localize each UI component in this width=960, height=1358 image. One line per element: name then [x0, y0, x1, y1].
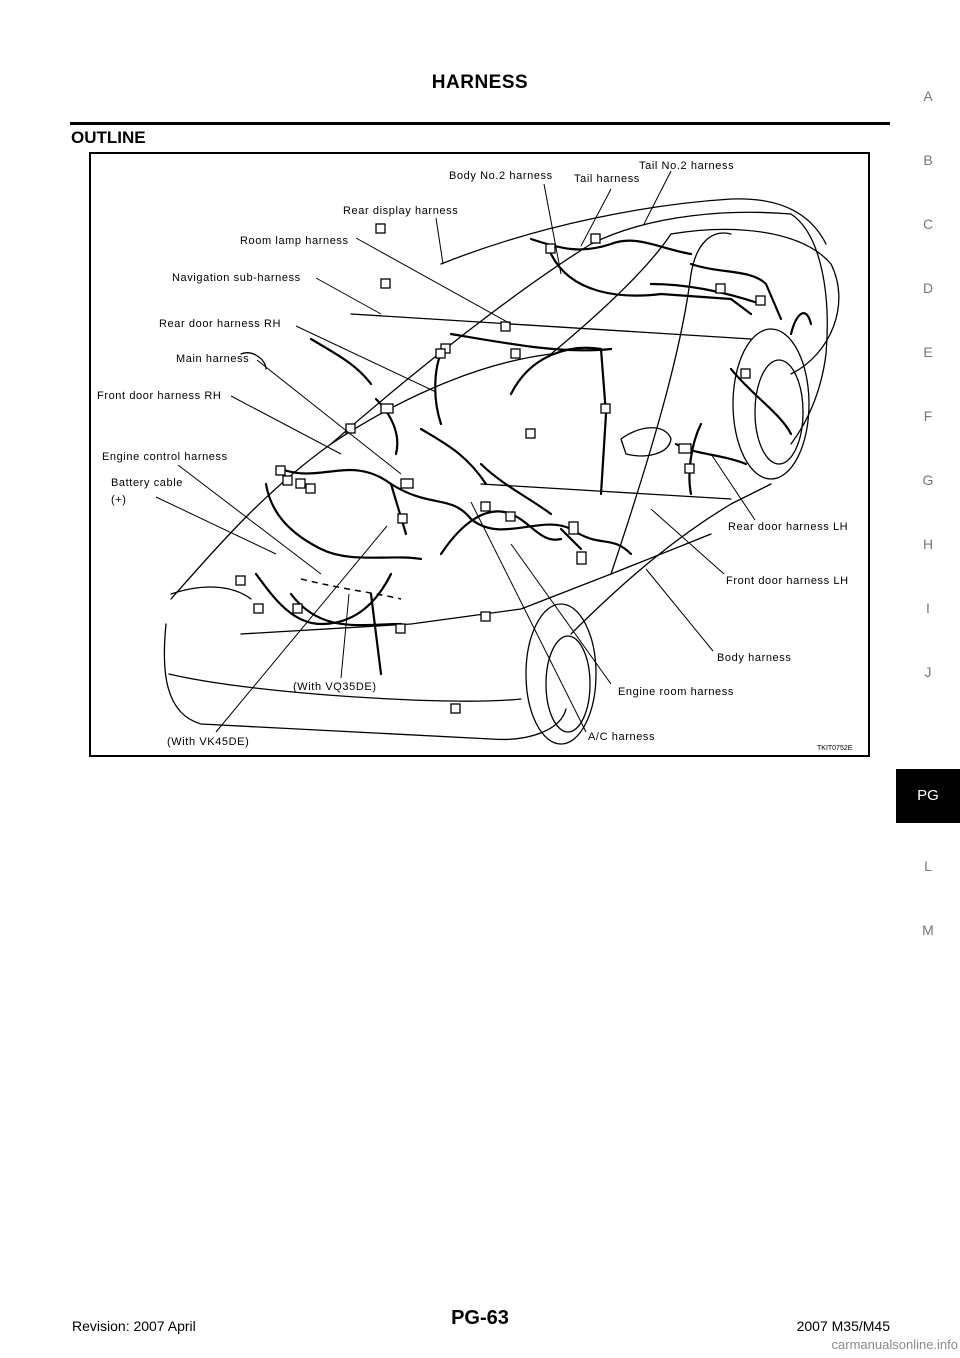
connector	[380, 278, 391, 289]
connector	[600, 403, 611, 414]
index-tab-l[interactable]: L	[924, 858, 932, 874]
connector	[380, 403, 394, 414]
footer-page-number: PG-63	[451, 1307, 509, 1329]
connector	[292, 603, 303, 614]
index-tab-m[interactable]: M	[922, 922, 934, 938]
label-with-vk45de: (With VK45DE)	[167, 736, 249, 748]
connector	[305, 483, 316, 494]
car-body-outline	[163, 198, 840, 745]
connector	[397, 513, 408, 524]
label-battery-cable: Battery cable	[111, 477, 183, 489]
connector	[395, 623, 406, 634]
connector	[576, 551, 587, 565]
label-rear-door-harness-lh: Rear door harness LH	[728, 521, 848, 533]
index-tab-i[interactable]: I	[926, 600, 930, 616]
index-tab-e[interactable]: E	[923, 344, 933, 360]
connector	[505, 511, 516, 522]
footer-model: 2007 M35/M45	[796, 1318, 890, 1334]
leader-lines	[155, 170, 756, 733]
label-with-vq35de: (With VQ35DE)	[293, 681, 377, 693]
label-tail-no2-harness: Tail No.2 harness	[639, 160, 734, 172]
connector	[755, 295, 766, 306]
page-title: HARNESS	[431, 72, 529, 93]
harness-wiring	[254, 237, 813, 676]
connector	[590, 233, 601, 244]
label-body-harness: Body harness	[717, 652, 791, 664]
connector	[510, 348, 521, 359]
connector	[684, 463, 695, 474]
label-front-door-harness-rh: Front door harness RH	[97, 390, 221, 402]
harness-diagram: Tail No.2 harness Body No.2 harness Tail…	[97, 160, 853, 752]
label-ac-harness: A/C harness	[588, 731, 655, 743]
connector	[678, 443, 692, 454]
connector	[282, 475, 293, 486]
connector	[400, 478, 414, 489]
label-main-harness: Main harness	[176, 353, 249, 365]
figure-code: TKIT0752E	[817, 745, 853, 752]
connector	[525, 428, 536, 439]
label-engine-room-harness: Engine room harness	[618, 686, 734, 698]
label-room-lamp-harness: Room lamp harness	[240, 235, 349, 247]
label-tail-harness: Tail harness	[574, 173, 640, 185]
label-rear-display-harness: Rear display harness	[343, 205, 458, 217]
header-rule	[70, 122, 890, 125]
connector	[375, 223, 386, 234]
index-tab-d[interactable]: D	[922, 280, 934, 296]
connector	[235, 575, 246, 586]
connector	[275, 465, 286, 476]
footer-revision: Revision: 2007 April	[72, 1318, 196, 1334]
label-engine-control-harness: Engine control harness	[102, 451, 228, 463]
label-rear-door-harness-rh: Rear door harness RH	[159, 318, 281, 330]
label-front-door-harness-lh: Front door harness LH	[726, 575, 849, 587]
harness-outline-figure: Tail No.2 harness Body No.2 harness Tail…	[89, 152, 870, 757]
connector	[740, 368, 751, 379]
label-battery-cable-plus: (+)	[111, 494, 127, 506]
connector	[253, 603, 264, 614]
connector	[715, 283, 726, 294]
connector	[545, 243, 556, 254]
connector	[500, 321, 511, 332]
connector	[480, 501, 491, 512]
connector	[450, 703, 461, 714]
engine-cover-dashed	[300, 578, 402, 600]
index-tab-h[interactable]: H	[922, 536, 934, 552]
connector	[295, 478, 306, 489]
index-tab-b[interactable]: B	[923, 152, 933, 168]
watermark: carmanualsonline.info	[831, 1337, 958, 1352]
connector	[568, 521, 579, 535]
label-navigation-sub-harness: Navigation sub-harness	[172, 272, 301, 284]
connector	[480, 611, 491, 622]
connector	[345, 423, 356, 434]
connector	[435, 348, 446, 359]
connectors	[235, 223, 766, 714]
section-title: OUTLINE	[71, 128, 146, 147]
index-tab-j[interactable]: J	[924, 664, 932, 680]
index-tab-a[interactable]: A	[923, 88, 933, 104]
index-tab-f[interactable]: F	[923, 408, 933, 424]
index-tab-c[interactable]: C	[922, 216, 934, 232]
index-tab-g[interactable]: G	[922, 472, 934, 488]
label-body-no2-harness: Body No.2 harness	[449, 170, 553, 182]
index-tab-pg-active[interactable]: PG	[896, 769, 960, 823]
